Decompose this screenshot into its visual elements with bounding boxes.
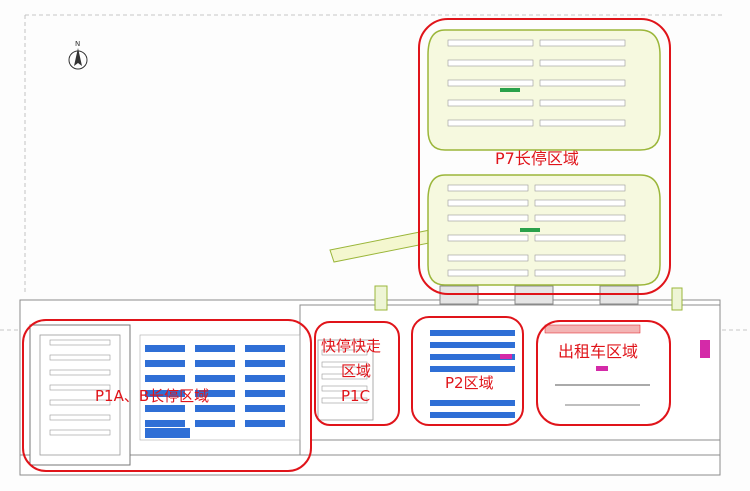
parking-bay-row [520,228,540,232]
zone-label-p2: P2区域 [445,374,494,392]
parking-bay-row [321,397,368,404]
parking-bay-row [195,405,235,412]
parking-bay-row [195,420,235,427]
parking-bay-row [321,349,368,356]
parking-bay-row [447,254,529,262]
parking-bay-row [447,214,529,222]
parking-bay-row [195,390,235,397]
parking-bay-row [447,184,529,192]
parking-bay-row [430,400,515,406]
parking-bay-row [49,354,111,361]
parking-bay-row [430,366,515,372]
parking-bay-row [195,345,235,352]
parking-bay-row [145,375,185,382]
zone-outline-p2 [411,316,524,426]
parking-bay-row [430,354,515,360]
parking-bay-row [245,360,285,367]
parking-bay-row [245,390,285,397]
parking-bay-row [447,59,534,67]
parking-bay-row [145,428,190,438]
zone-label-p1c-line1: 快停快走 [321,337,382,355]
parking-bay-row [245,420,285,427]
zone-outline-p1ab [22,319,312,472]
parking-bay-row [49,339,111,346]
parking-bay-row [321,385,368,392]
parking-bay-row [447,234,529,242]
parking-bay-row [534,214,626,222]
terminal-structure [19,299,721,476]
parking-bay-row [145,345,185,352]
parking-bay-row [245,345,285,352]
parking-bay-row [447,269,529,277]
parking-bay-row [49,414,111,421]
parking-bay-row [447,119,534,127]
parking-bay-row [245,405,285,412]
parking-bay-row [500,88,520,92]
parking-bay-row [145,405,185,412]
parking-bay-row [447,79,534,87]
parking-bay-row [145,420,185,427]
compass-label: N [75,40,80,48]
parking-bay-row [245,375,285,382]
parking-bay-row [539,79,626,87]
p1ab-parking-structure [29,324,301,466]
parking-bay-row [447,99,534,107]
zone-label-p1c-line2: 区域 [341,362,372,380]
p7-parking-structure [427,29,661,286]
parking-bay-row [534,234,626,242]
parking-bay-row [534,254,626,262]
parking-bay-row [430,342,515,348]
north-arrow-icon: N [68,40,88,70]
parking-bay-row [49,384,111,391]
zone-label-p7: P7长停区域 [495,149,579,168]
zone-outline-taxi [536,320,671,426]
parking-bay-row [195,360,235,367]
parking-bay-row [534,269,626,277]
parking-bay-row [321,361,368,368]
parking-bay-row [539,119,626,127]
zone-outline-p1c [314,321,400,426]
parking-bay-row [49,429,111,436]
parking-bay-row [430,330,515,336]
parking-bay-row [539,99,626,107]
parking-bay-row [539,59,626,67]
parking-bay-row [145,360,185,367]
parking-bay-row [534,184,626,192]
central-detail [317,324,710,421]
zone-outline-p7 [418,18,671,295]
boundary-lines [0,14,750,331]
parking-bay-row [321,373,368,380]
parking-bay-row [195,375,235,382]
parking-bay-row [539,39,626,47]
parking-bay-row [447,199,529,207]
parking-bay-row [430,412,515,418]
parking-bay-row [145,390,185,397]
parking-bay-row [447,39,534,47]
parking-bay-row [49,399,111,406]
parking-bay-row [534,199,626,207]
parking-bay-row [49,369,111,376]
zone-label-taxi: 出租车区域 [558,342,639,361]
zone-label-p1c-line3: P1C [341,387,371,405]
zone-label-p1ab: P1A、B长停区域 [95,387,210,405]
